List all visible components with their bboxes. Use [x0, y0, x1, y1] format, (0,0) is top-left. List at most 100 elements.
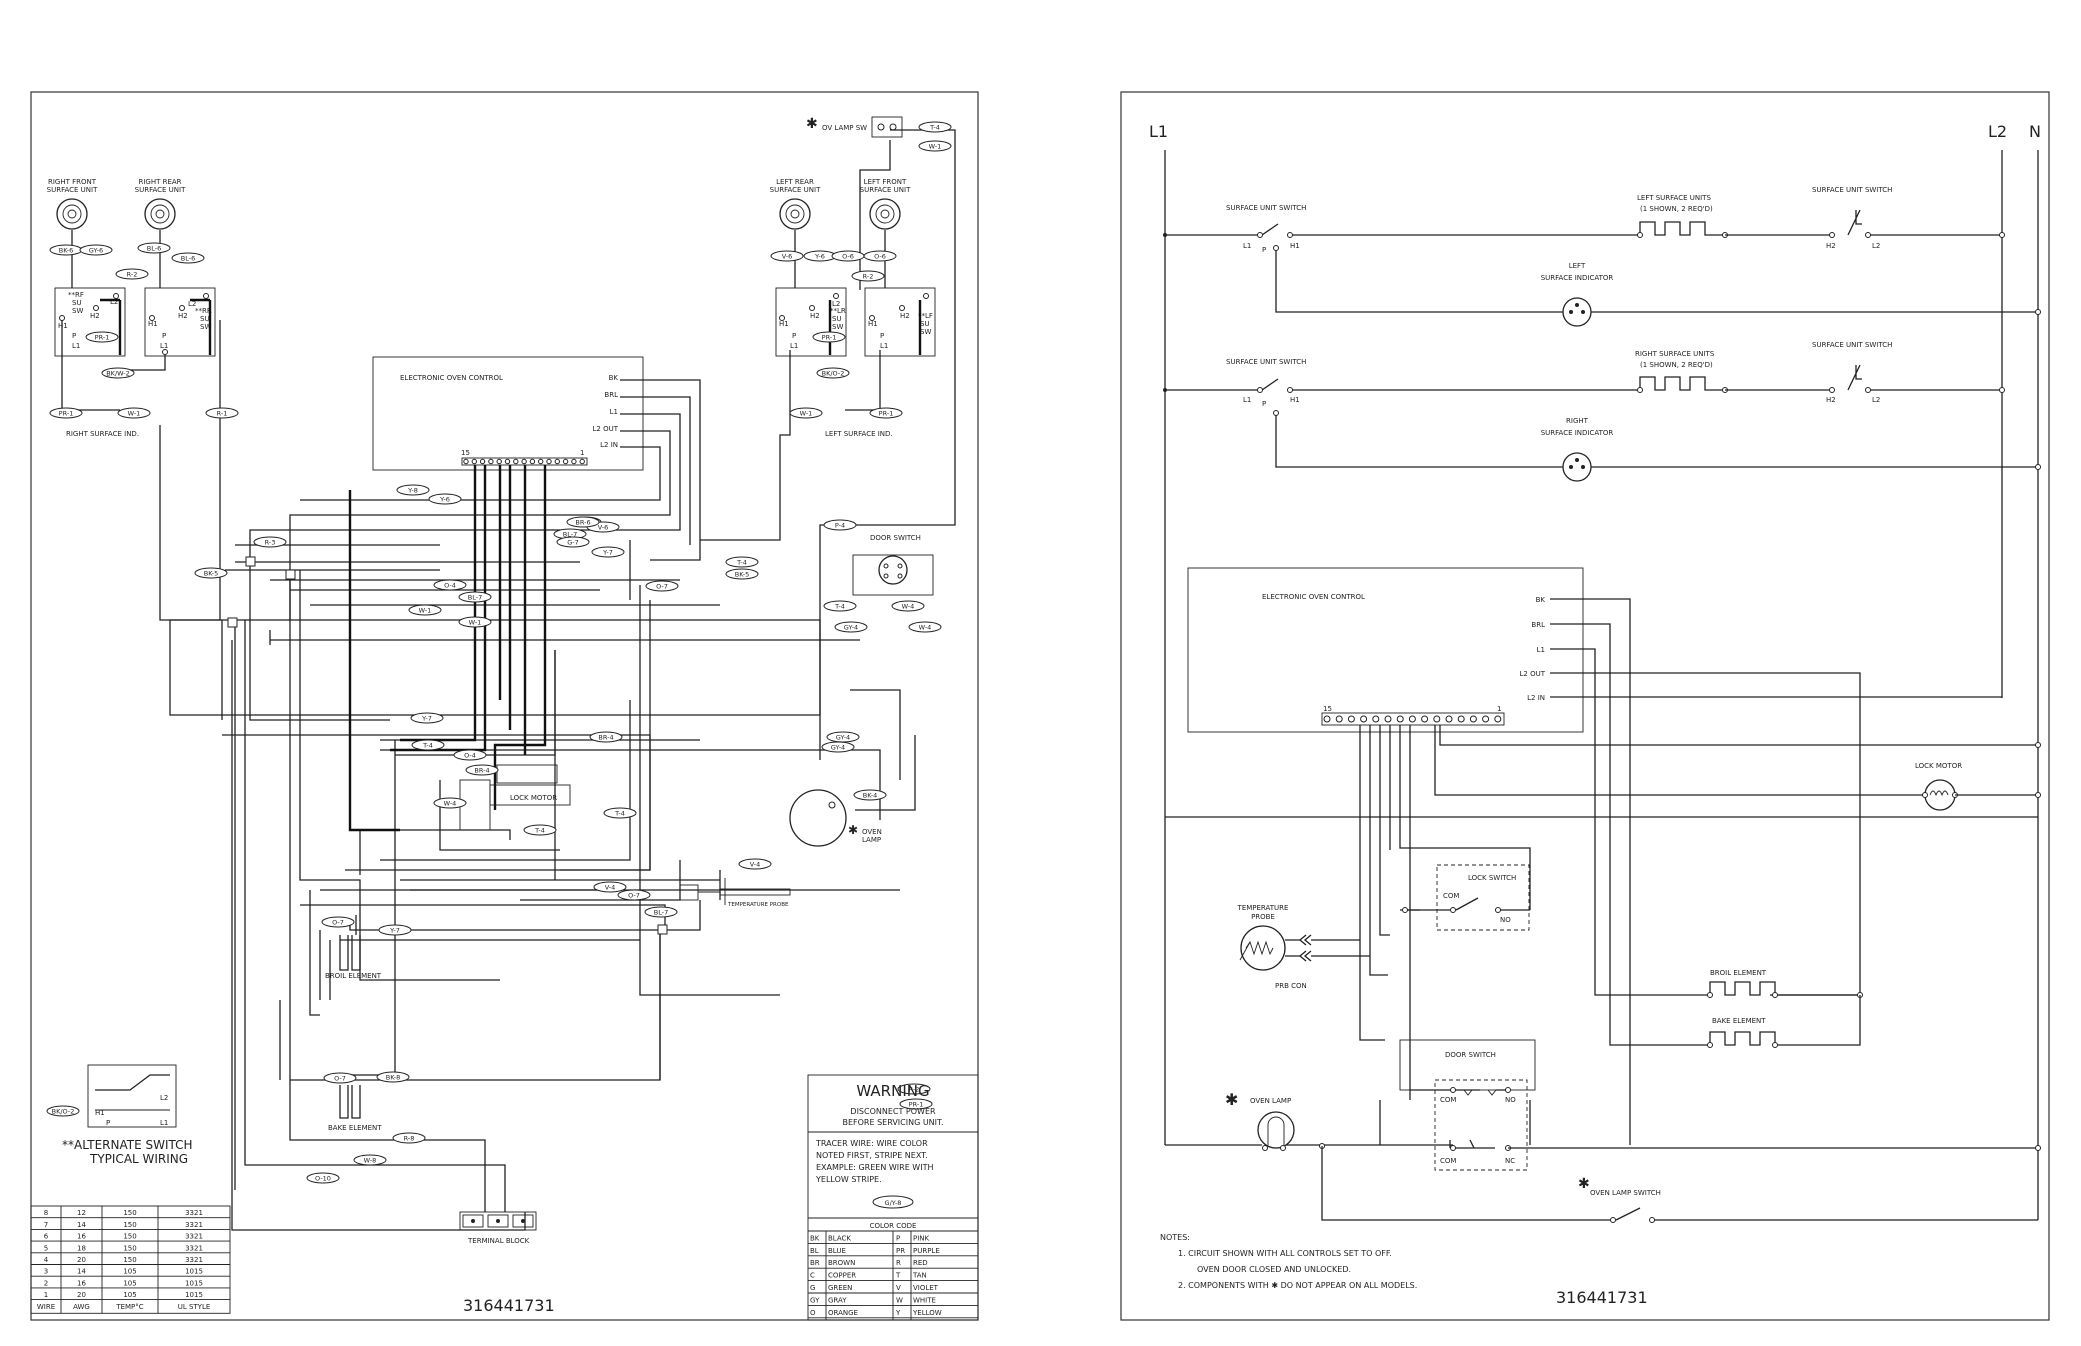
svg-text:SURFACE INDICATOR: SURFACE INDICATOR: [1541, 429, 1614, 437]
wire-table-cell: 3321: [185, 1209, 203, 1217]
warning-title: WARNING: [856, 1082, 929, 1100]
svg-text:BRL: BRL: [1531, 621, 1545, 629]
schematic-lock-switch: LOCK SWITCH COM NO: [1402, 864, 1530, 931]
wire-tag-label: T-4: [614, 809, 625, 817]
wire-tag: BK-6: [49, 244, 83, 256]
color-code-cell: BLUE: [828, 1247, 846, 1255]
wire-tag: BL-6: [137, 242, 171, 254]
svg-text:H2: H2: [1826, 396, 1836, 404]
wire-tag-label: BL-6: [147, 244, 161, 252]
wire-tag-label: P-4: [835, 521, 845, 529]
svg-text:L1: L1: [72, 342, 80, 350]
svg-text:H1: H1: [779, 320, 789, 328]
svg-text:COM: COM: [1443, 892, 1459, 900]
svg-text:H2: H2: [900, 312, 910, 320]
svg-text:H1: H1: [58, 322, 68, 330]
svg-text:BRL: BRL: [604, 391, 618, 399]
wire-table-cell: 1015: [185, 1291, 203, 1299]
svg-text:NO: NO: [1500, 916, 1511, 924]
svg-text:TYPICAL WIRING: TYPICAL WIRING: [89, 1152, 188, 1166]
eoc-pin: [471, 458, 477, 465]
color-code-cell: T: [895, 1272, 901, 1280]
door-switch: DOOR SWITCH: [852, 534, 934, 596]
eoc-pin: [1408, 715, 1416, 723]
wire-table-header: TEMP°C: [115, 1303, 143, 1311]
svg-text:L1: L1: [1243, 396, 1251, 404]
wire-tag: BR-4: [589, 731, 623, 743]
wire-tag: PR-1: [49, 407, 83, 419]
color-code-cell: BK: [810, 1234, 820, 1242]
wire-tag: P-4: [823, 519, 857, 531]
wire-tag-label: O-6: [842, 252, 854, 260]
svg-text:LOCK MOTOR: LOCK MOTOR: [1915, 762, 1962, 770]
wire-tag: PR-1: [869, 407, 903, 419]
wire-tag-label: O-7: [656, 582, 668, 590]
svg-text:NO: NO: [1505, 1096, 1516, 1104]
svg-text:SW: SW: [920, 328, 931, 336]
wire-tag: V-4: [593, 881, 627, 893]
wire-tag-label: BK/O-2: [52, 1107, 75, 1115]
right-surface-circuit: SURFACE UNIT SWITCH L1 P H1 RIGHT SURFAC…: [1163, 341, 2041, 482]
svg-text:RIGHT REAR: RIGHT REAR: [138, 178, 181, 186]
wire-tag-label: W-1: [128, 409, 141, 417]
rr-switch-block: [144, 287, 216, 357]
wire-tag-label: GY-4: [844, 623, 858, 631]
svg-text:SURFACE UNIT SWITCH: SURFACE UNIT SWITCH: [1226, 358, 1306, 366]
svg-text:**RR: **RR: [195, 307, 212, 315]
wire-table-cell: 1: [44, 1291, 48, 1299]
wire-tag: W-1: [789, 407, 823, 419]
wire-tag-label: BK-6: [59, 246, 74, 254]
wire-tag-label: O-7: [628, 891, 640, 899]
wire-tag-label: O-4: [444, 581, 456, 589]
eoc-pin: [1445, 715, 1453, 723]
svg-text:PRB CON: PRB CON: [1275, 982, 1307, 990]
terminal-block: TERMINAL BLOCK: [459, 1211, 537, 1245]
eoc-pin: [562, 458, 569, 465]
example-wire-tag: G/Y-8: [885, 1199, 902, 1207]
wire-tag-label: T-4: [929, 123, 940, 131]
color-code-cell: COPPER: [828, 1272, 856, 1280]
wire-table-cell: 14: [77, 1221, 86, 1229]
svg-text:1: 1: [1497, 705, 1501, 713]
wire-tag-label: V-4: [750, 860, 761, 868]
eoc-pin: [579, 458, 585, 465]
wire-tag: BL-7: [644, 906, 678, 918]
svg-text:L2: L2: [832, 300, 840, 308]
svg-text:BROIL ELEMENT: BROIL ELEMENT: [1710, 969, 1767, 977]
wire-tag: R-2: [851, 270, 885, 282]
wire-tag: V-4: [738, 858, 772, 870]
wire-tag-label: BK/W-2: [106, 369, 130, 377]
svg-text:BAKE ELEMENT: BAKE ELEMENT: [1712, 1017, 1766, 1025]
svg-text:SURFACE UNIT SWITCH: SURFACE UNIT SWITCH: [1226, 204, 1306, 212]
svg-text:DISCONNECT POWER: DISCONNECT POWER: [850, 1107, 936, 1116]
harness-wires: [61, 129, 956, 1231]
wire-tag: W-1: [117, 407, 151, 419]
wire-table-header: AWG: [73, 1303, 90, 1311]
wire-table-cell: 2: [44, 1279, 48, 1287]
wire-tag-label: PR-1: [909, 1100, 924, 1108]
bake-element: BAKE ELEMENT: [328, 1085, 382, 1132]
color-code-title: COLOR CODE: [870, 1222, 917, 1230]
wire-tag: BR-4: [465, 764, 499, 776]
svg-text:SU: SU: [72, 299, 82, 307]
wire-tag: O-7: [323, 1072, 357, 1084]
wire-tag: R-3: [253, 536, 287, 548]
wire-tag: T-4: [603, 807, 637, 819]
svg-text:L1: L1: [790, 342, 798, 350]
eoc-pin: [463, 458, 469, 465]
svg-text:L2: L2: [110, 298, 118, 306]
svg-text:15: 15: [461, 449, 470, 457]
svg-text:OVEN DOOR CLOSED AND UNLOCKED.: OVEN DOOR CLOSED AND UNLOCKED.: [1197, 1265, 1351, 1274]
svg-text:SURFACE UNIT SWITCH: SURFACE UNIT SWITCH: [1812, 341, 1892, 349]
power-rails: [1164, 150, 2039, 1220]
svg-text:15: 15: [1323, 705, 1332, 713]
wire-tag: BL-6: [171, 252, 205, 264]
svg-text:SU: SU: [832, 315, 842, 323]
svg-text:TERMINAL BLOCK: TERMINAL BLOCK: [467, 1237, 530, 1245]
eoc-pin: [479, 458, 486, 465]
schematic-oven-lamp-switch: ✱ OVEN LAMP SWITCH: [1321, 1146, 2038, 1223]
wire-table-cell: 3321: [185, 1256, 203, 1264]
svg-text:BEFORE SERVICING UNIT.: BEFORE SERVICING UNIT.: [842, 1118, 943, 1127]
wire-table-cell: 5: [44, 1244, 48, 1252]
